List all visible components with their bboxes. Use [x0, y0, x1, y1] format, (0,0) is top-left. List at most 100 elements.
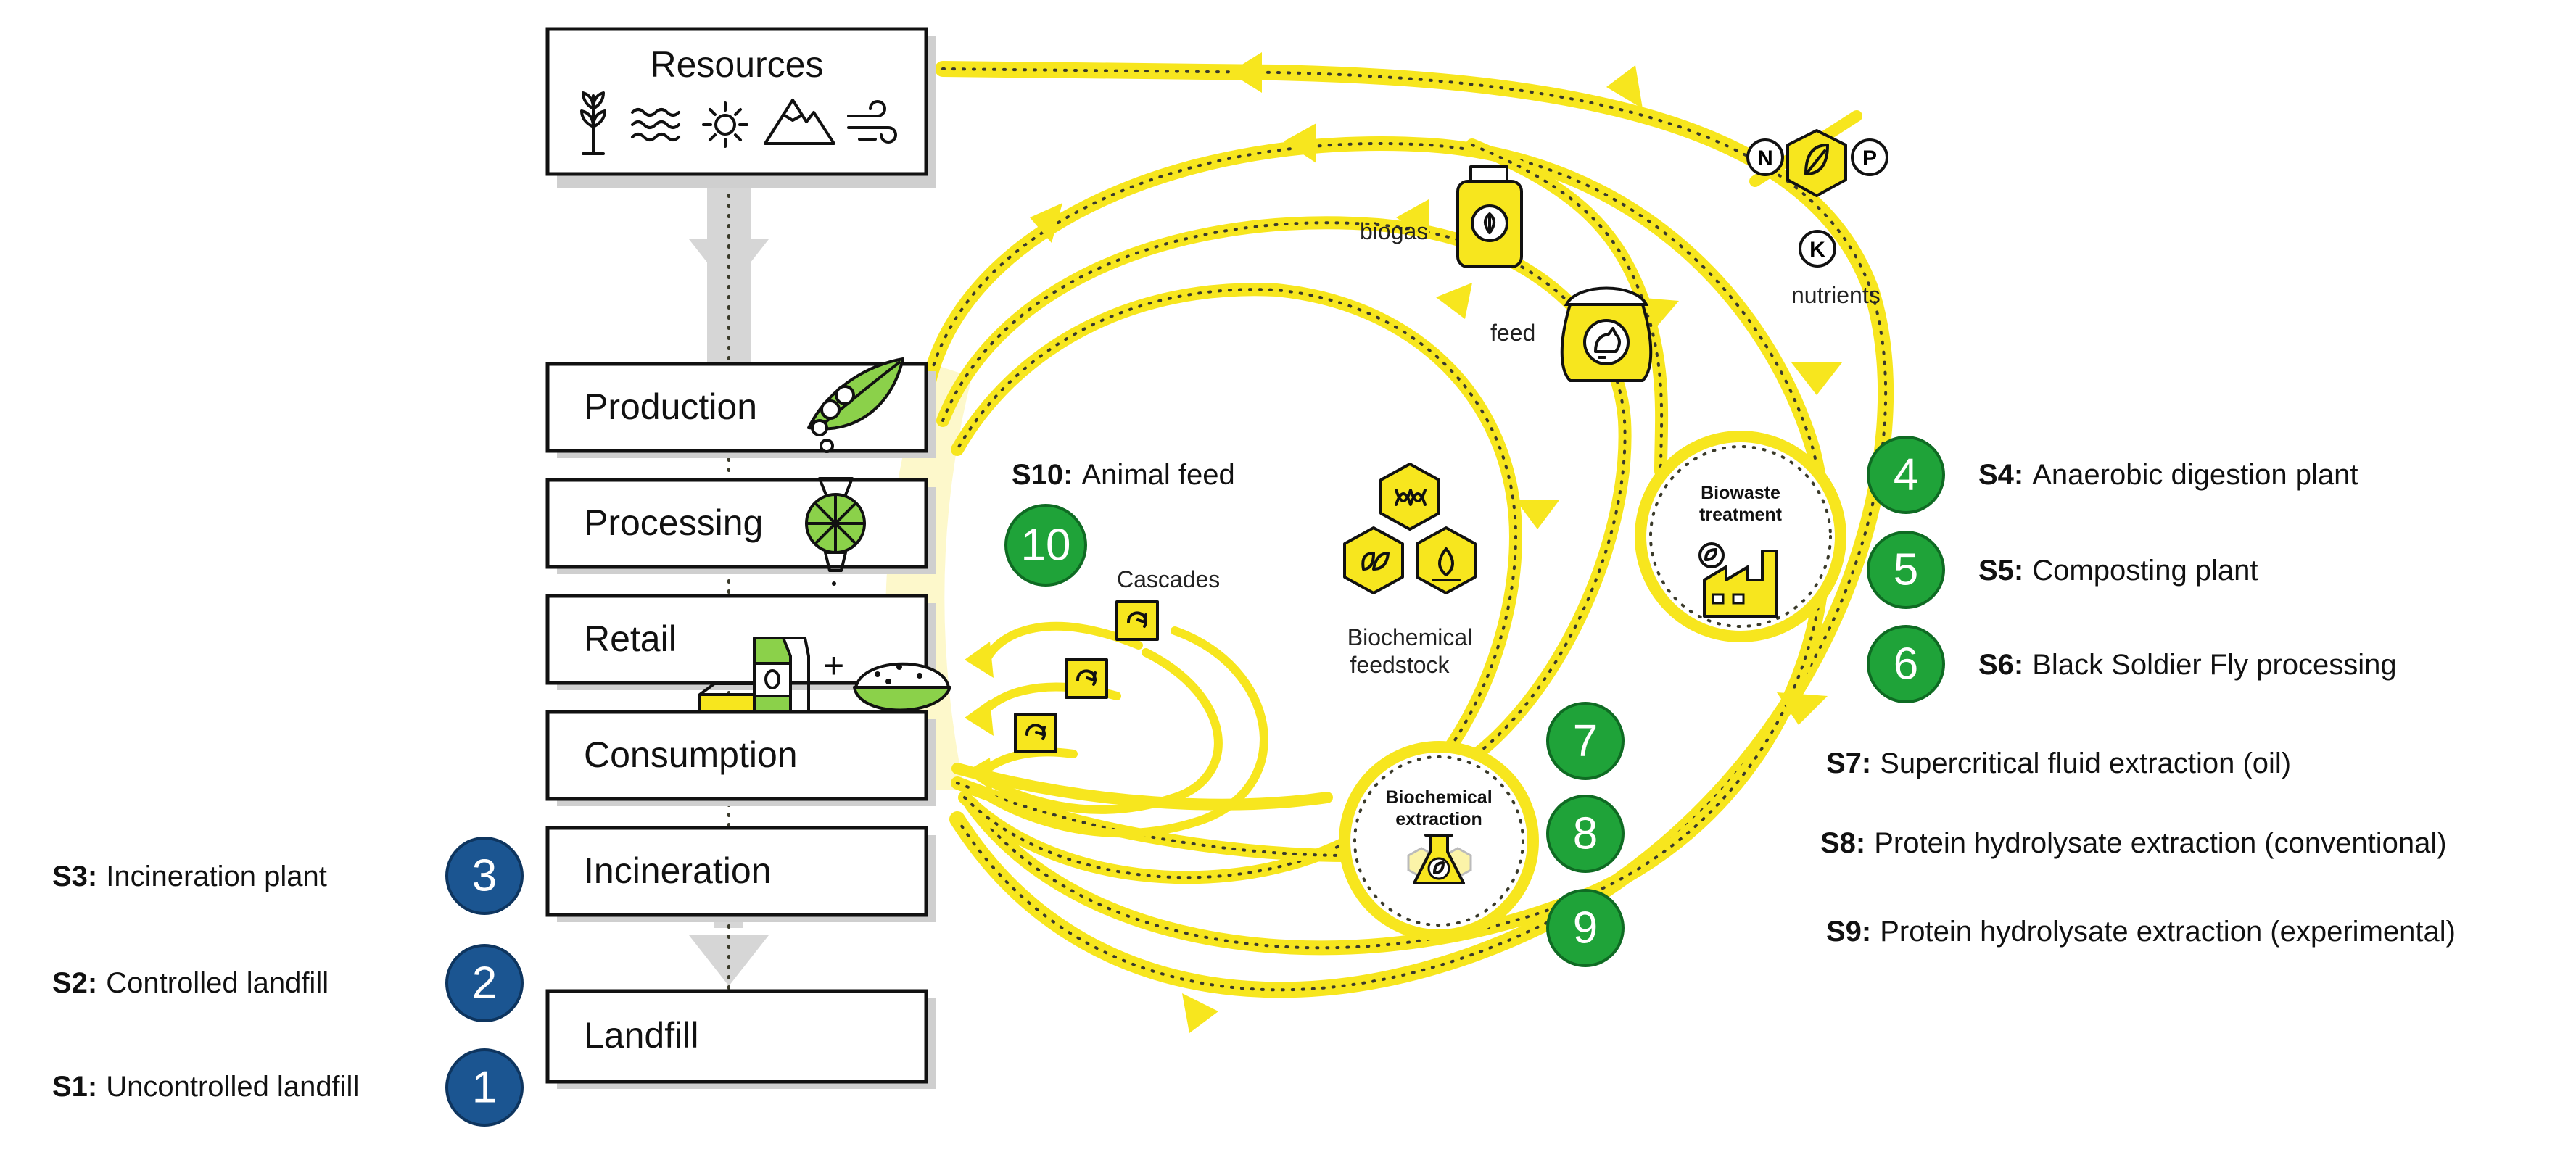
recycle-box-icon	[1115, 600, 1159, 641]
scenario-s8-label: Protein hydrolysate extraction (conventi…	[1874, 827, 2446, 859]
npk-k: K	[1809, 238, 1825, 262]
scenario-s2-badge	[445, 944, 524, 1022]
scenario-s3-id: S3:	[52, 861, 97, 892]
scenario-s10-text: S10:Animal feed	[1012, 459, 1235, 491]
scenario-s5-num: 5	[1894, 545, 1918, 595]
retail-plus: +	[823, 645, 844, 686]
scenario-s10-num: 10	[1021, 521, 1071, 571]
flask-icon	[1407, 834, 1472, 884]
biowaste-treatment-title-1: Biowaste	[1701, 483, 1780, 503]
scenario-s4-label: Anaerobic digestion plant	[2032, 459, 2358, 491]
biowaste-treatment-hub: Biowaste treatment	[1635, 431, 1846, 642]
water-icon	[631, 108, 680, 141]
scenario-s5: 5 S5:Composting plant	[1867, 531, 2258, 609]
recycle-box-icon	[1014, 713, 1057, 753]
stage-incineration: Incineration	[545, 826, 936, 922]
stage-resources: Resources	[545, 27, 936, 188]
stage-production: Production	[545, 357, 936, 458]
scenario-s9-text: S9: Protein hydrolysate extraction (exper…	[1826, 916, 2456, 948]
scenario-s7-label: Supercritical fluid extraction (oil)	[1880, 747, 2291, 779]
plant-icon	[580, 91, 606, 155]
scenario-s7-id: S7:	[1826, 747, 1871, 779]
scenario-s8: 8 S8:Protein hydrolysate extraction (con…	[1546, 795, 2447, 873]
factory-icon	[1698, 542, 1778, 618]
nutrients-node: N P K nutrients	[1746, 129, 1888, 308]
scenario-s2-text: S2: Controlled landfill	[52, 967, 329, 999]
scenario-s9: 9 S9: Protein hydrolysate extraction (exp…	[1546, 889, 2456, 967]
biogas-label: biogas	[1360, 218, 1428, 244]
feed-sack-icon	[1560, 286, 1653, 382]
scenario-s6-label: Black Soldier Fly processing	[2032, 649, 2396, 681]
rice-bowl-icon	[853, 662, 951, 712]
scenario-s6-num: 6	[1894, 639, 1918, 689]
scenario-s7-num: 7	[1573, 716, 1598, 766]
sun-icon	[702, 101, 748, 148]
biowaste-treatment-title-2: treatment	[1699, 505, 1783, 525]
stage-landfill: Landfill	[545, 989, 936, 1089]
nutrients-label: nutrients	[1791, 282, 1881, 308]
wind-icon	[847, 100, 897, 144]
scenario-s1-label: Uncontrolled landfill	[106, 1071, 359, 1103]
npk-n: N	[1757, 146, 1773, 170]
scenario-s6-text: S6: Black Soldier Fly processing	[1978, 649, 2397, 681]
biochemical-extraction-title-1: Biochemical	[1385, 787, 1492, 808]
stage-retail: Retail +	[545, 594, 951, 723]
stage-incineration-label: Incineration	[584, 850, 772, 891]
scenario-s10: S10:Animal feed 10	[1004, 459, 1235, 587]
feed-node: feed	[1490, 286, 1653, 382]
scenario-s8-num: 8	[1573, 809, 1598, 859]
scenario-s1: S1:Uncontrolled landfill 1	[52, 1048, 524, 1127]
feed-label: feed	[1490, 320, 1535, 346]
scenario-s9-label: Protein hydrolysate extraction (experime…	[1880, 916, 2456, 948]
scenario-s3-num: 3	[472, 851, 497, 901]
scenario-s3-badge	[445, 837, 524, 915]
scenario-s4-num: 4	[1894, 450, 1918, 500]
scenario-s1-badge	[445, 1048, 524, 1127]
biochemical-extraction-hub: Biochemical extraction	[1339, 741, 1539, 941]
scenario-s10-id: S10:	[1012, 459, 1073, 491]
scenario-s4-text: S4: Anaerobic digestion plant	[1978, 459, 2358, 491]
scenario-s5-text: S5:Composting plant	[1978, 555, 2258, 587]
scenario-s3-text: S3: Incineration plant	[52, 861, 327, 892]
scenario-s9-badge	[1546, 889, 1625, 967]
scenario-s1-id: S1:	[52, 1071, 97, 1103]
pea-pod-icon	[807, 357, 904, 453]
scenario-s9-num: 9	[1573, 903, 1598, 953]
stage-resources-label: Resources	[651, 44, 824, 85]
scenario-s4-id: S4:	[1978, 459, 2023, 491]
scenario-s4-badge	[1867, 436, 1945, 514]
scenario-s2: S2:Controlled landfill 2	[52, 944, 524, 1022]
scenario-s9-id: S9:	[1826, 916, 1871, 948]
biochemical-feedstock-label-1: Biochemical	[1347, 624, 1473, 650]
mountain-icon	[764, 99, 835, 145]
stage-consumption-label: Consumption	[584, 734, 798, 775]
scenario-s3: S3: Incineration plant 3	[52, 837, 524, 915]
stage-processing-label: Processing	[584, 502, 763, 543]
scenario-s5-badge	[1867, 531, 1945, 609]
scenario-s7-text: S7: Supercritical fluid extraction (oil)	[1826, 747, 2291, 779]
npk-icon: N P K	[1746, 129, 1888, 268]
scenario-s4: 4 S4: Anaerobic digestion plant	[1867, 436, 2358, 514]
recycle-box-icon	[1065, 658, 1108, 699]
scenario-s8-text: S8:Protein hydrolysate extraction (conve…	[1820, 827, 2447, 859]
cascades-group: Cascades	[965, 566, 1268, 838]
grinder-icon	[805, 477, 866, 629]
biochemical-feedstock-node: Biochemical feedstock	[1343, 463, 1477, 678]
stage-retail-label: Retail	[584, 618, 677, 659]
scenario-s3-label: Incineration plant	[106, 861, 327, 892]
npk-p: P	[1862, 146, 1877, 170]
milk-carton-icon	[753, 637, 810, 716]
scenario-s8-badge	[1546, 795, 1625, 873]
stage-processing: Processing	[545, 477, 936, 629]
yellow-flow-loops	[874, 43, 1894, 1033]
scenario-s6-badge	[1867, 625, 1945, 703]
scenario-s6: 6 S6: Black Soldier Fly processing	[1867, 625, 2397, 703]
scenario-s2-id: S2:	[52, 967, 97, 999]
scenario-s5-id: S5:	[1978, 555, 2023, 587]
scenario-s2-label: Controlled landfill	[106, 967, 329, 999]
stage-production-label: Production	[584, 386, 757, 427]
stage-consumption: Consumption	[545, 710, 936, 806]
scenario-s6-id: S6:	[1978, 649, 2023, 681]
scenario-s1-text: S1: Uncontrolled landfill	[52, 1071, 359, 1103]
